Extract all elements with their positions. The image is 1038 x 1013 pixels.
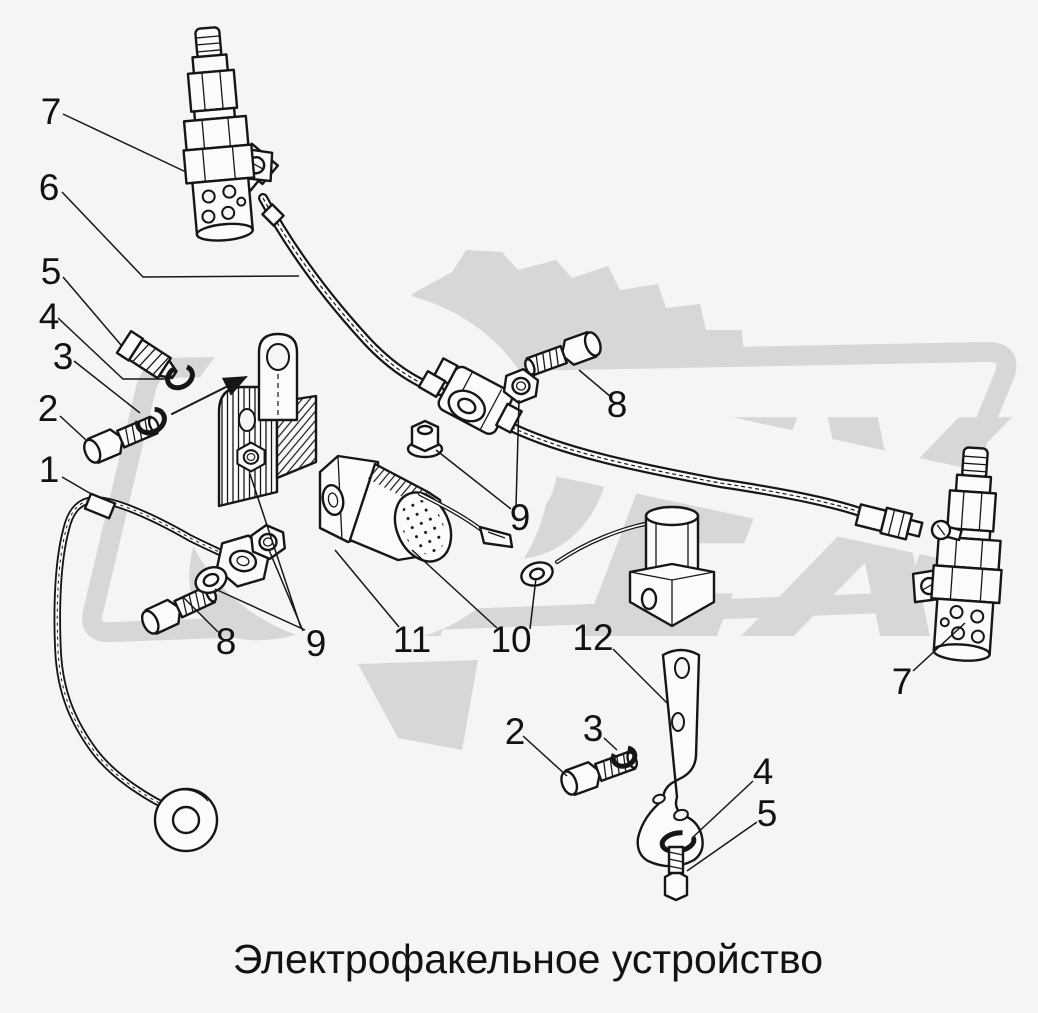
fuel-hose	[222, 142, 924, 541]
callout-11-solenoid-valve: 11	[393, 619, 431, 660]
leader-screw-bottom	[686, 821, 758, 872]
shield-bracket	[217, 332, 318, 508]
callout-1-fuel-pipe: 1	[39, 449, 60, 490]
leader-bolt-left-group	[183, 597, 219, 633]
leader-bolt	[59, 415, 87, 441]
solenoid-valve	[318, 454, 514, 563]
leader-washers-left	[214, 588, 306, 631]
leader-nuts-right	[515, 399, 520, 507]
callout-5-union-fitting: 5	[41, 251, 62, 292]
screw-5-bottom	[663, 845, 689, 902]
banjo-fitting	[153, 787, 219, 853]
leader-spring-washer-bottom	[691, 780, 754, 839]
callout-8-bolt-right: 8	[607, 384, 628, 425]
flange-nut-9	[406, 419, 444, 459]
leader-wires	[411, 549, 498, 629]
lock-ring-3	[135, 406, 167, 436]
terminal-screw	[930, 519, 963, 542]
callout-8-bolt-left-group: 8	[216, 621, 237, 662]
callout-4-spring-washer-bottom: 4	[753, 751, 774, 792]
leader-flame-plug-left	[62, 113, 187, 173]
union-fitting-5	[115, 329, 178, 380]
leader-bolt-right	[578, 369, 612, 398]
leader-nuts-right	[435, 449, 512, 510]
direction-arrow	[171, 376, 248, 415]
leader-fuel-hose	[61, 191, 300, 278]
callout-7-flame-plug-left: 7	[41, 91, 62, 132]
callout-5-screw-bottom: 5	[757, 793, 778, 834]
leader-solenoid-valve	[334, 549, 400, 628]
lock-ring-3-bottom	[610, 745, 638, 769]
pipe-sleeve	[83, 492, 117, 520]
mounting-bracket	[636, 648, 704, 868]
leader-lock-ring	[73, 360, 141, 414]
callout-7-flame-plug-right: 7	[892, 661, 913, 702]
callout-2-bolt-bottom: 2	[505, 711, 526, 752]
watermark-frame	[82, 342, 1017, 643]
callout-3-lock-ring-bottom: 3	[583, 708, 604, 749]
callout-12-mounting-bracket: 12	[572, 617, 613, 658]
callout-9-washers-left: 9	[306, 623, 327, 664]
washer-9-left	[194, 565, 228, 595]
callout-6-fuel-hose: 6	[39, 167, 60, 208]
leader-flame-plug-right	[912, 622, 966, 672]
hose-fitting-right	[854, 503, 924, 541]
callout-10-wires: 10	[490, 619, 531, 660]
leader-mounting-bracket	[612, 648, 668, 704]
leader-spring-washer	[57, 317, 170, 380]
leader-lock-ring-bottom	[603, 737, 618, 751]
diagram	[53, 22, 1012, 902]
leader-union-fitting	[62, 276, 122, 346]
leader-bolt-bottom	[522, 735, 568, 777]
callout-9-nuts-right: 9	[510, 497, 531, 538]
callout-4-spring-washer: 4	[39, 296, 60, 337]
leader-wires	[529, 577, 537, 630]
leader-fuel-pipe	[61, 476, 94, 496]
flame-plug-left	[171, 22, 281, 245]
callout-3-lock-ring: 3	[53, 336, 74, 377]
callout-2-bolt: 2	[38, 388, 59, 429]
leader-washers-left	[249, 473, 302, 629]
relay-valve	[520, 505, 716, 628]
figure-caption: Электрофакельное устройство	[233, 936, 823, 982]
spring-washer-4	[165, 363, 195, 391]
nut-9-on-shield	[236, 441, 266, 473]
